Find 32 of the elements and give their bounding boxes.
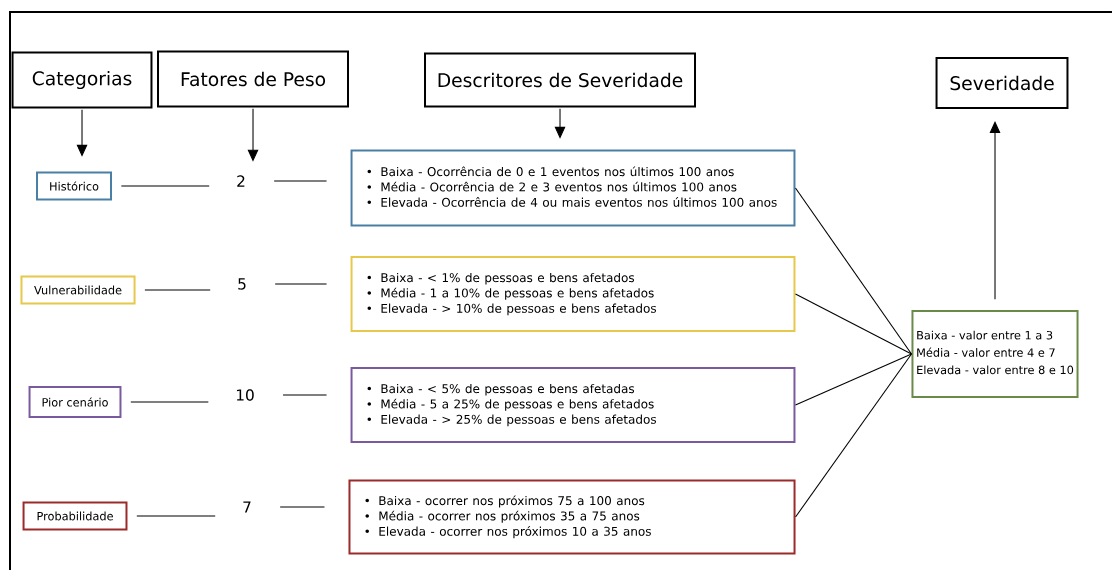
descriptor-box: Baixa - < 1% de pessoas e bens afetados Média - 1 a 10% de pessoas e bens afetados Elevada - > 10% de pessoas e bens afetados: [350, 256, 796, 332]
category-box: Probabilidade: [22, 501, 128, 531]
connector-line: [120, 185, 210, 187]
weight-number: 10: [236, 389, 254, 401]
connector-line: [795, 353, 912, 518]
result-box: Baixa - valor entre 1 a 3 Média - valor entre 4 e 7 Elevada - valor entre 8 e 10: [911, 310, 1079, 398]
category-box: Pior cenário: [28, 386, 122, 418]
connector-line: [274, 283, 328, 285]
weight-number: 7: [243, 501, 251, 513]
connector-line: [273, 180, 328, 182]
connector-line: [794, 353, 912, 406]
arrow: [989, 121, 1001, 300]
descriptor-box: Baixa - < 5% de pessoas e bens afetadas Média - 5 a 25% de pessoas e bens afetados Elevada - > 25% de pessoas e bens afetados: [350, 367, 796, 443]
header-box: Severidade: [935, 57, 1069, 109]
connector-line: [279, 506, 325, 508]
connector-line: [136, 515, 216, 517]
arrow: [554, 108, 566, 139]
arrow: [76, 109, 88, 157]
connector-line: [282, 394, 328, 396]
category-box: Histórico: [36, 171, 112, 201]
connector-line: [130, 401, 209, 403]
weight-number: 2: [237, 175, 245, 187]
header-box: Categorias: [11, 51, 153, 109]
descriptor-box: Baixa - ocorrer nos próximos 75 a 100 anos Média - ocorrer nos próximos 35 a 75 anos Elevada - ocorrer nos próximos 10 a 35 anos: [348, 479, 796, 555]
header-box: Descritores de Severidade: [424, 52, 696, 108]
connector-line: [794, 293, 912, 355]
connector-line: [144, 289, 211, 291]
weight-number: 5: [238, 278, 246, 290]
category-box: Vulnerabilidade: [20, 275, 136, 305]
connector-line: [794, 187, 912, 355]
header-box: Fatores de Peso: [157, 50, 349, 108]
descriptor-box: Baixa - Ocorrência de 0 e 1 eventos nos últimos 100 anos Média - Ocorrência de 2 e 3 eventos nos últimos 100 anos Elevada - Ocorrência de 4 ou mais eventos nos últimos 100 anos: [350, 149, 796, 227]
